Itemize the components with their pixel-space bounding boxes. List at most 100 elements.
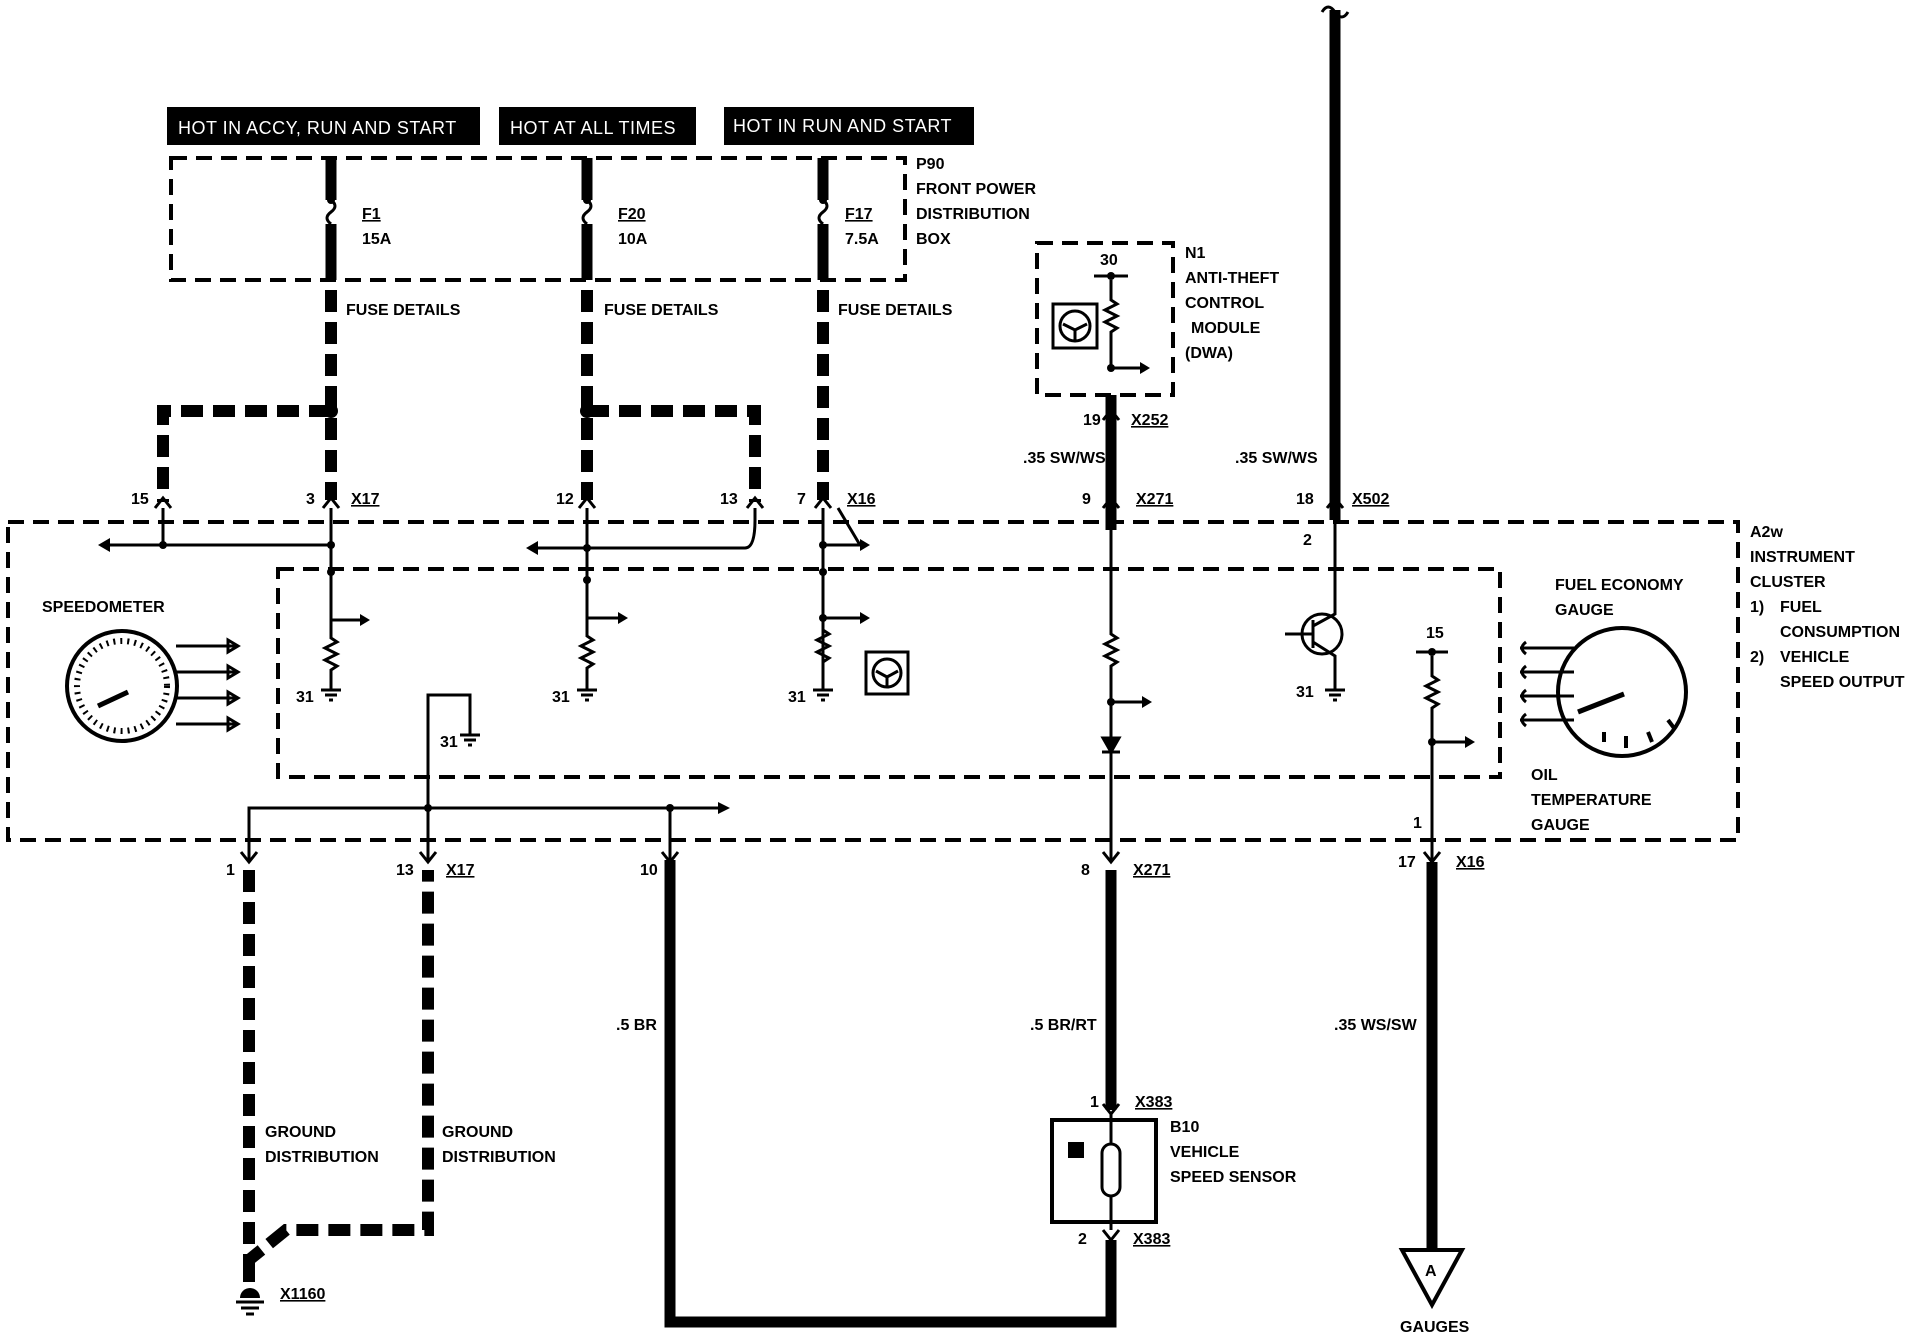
fuse-box-line2: DISTRIBUTION: [916, 206, 1030, 223]
anti-theft-line4: (DWA): [1185, 345, 1233, 362]
wire-br: .5 BR: [616, 1017, 657, 1034]
fuse-f20: F20 10A: [581, 158, 648, 280]
pin-17: 17: [1398, 854, 1416, 871]
cluster-item2-a: VEHICLE: [1780, 649, 1850, 666]
connector-chevrons-top: [153, 407, 1345, 509]
fuse-f20-rating: 10A: [618, 231, 648, 248]
anti-theft-line2: CONTROL: [1185, 295, 1264, 312]
fuse-box-id: P90: [916, 156, 945, 173]
header-run-text: HOT IN RUN AND START: [733, 116, 952, 136]
steering-wheel-icon-cluster: [864, 650, 910, 696]
fuse-f1: F1 15A: [325, 158, 392, 280]
pin-9: 9: [1082, 491, 1091, 508]
cluster-pin-15: 15: [1426, 625, 1444, 642]
pin-3: 3: [306, 491, 315, 508]
ground-31-e: 31: [440, 734, 458, 751]
anti-theft-line1: ANTI-THEFT: [1185, 270, 1279, 287]
speedometer-gauge: [65, 629, 241, 743]
fuel-economy-gauge: [1520, 626, 1688, 758]
anti-theft-pin-30: 30: [1100, 252, 1118, 269]
fuse-f17-rating: 7.5A: [845, 231, 879, 248]
oil-label-b: TEMPERATURE: [1531, 792, 1652, 809]
fuse-f17-name: F17: [845, 206, 873, 223]
ground-dist-b1: GROUND: [442, 1124, 513, 1141]
cluster-item2-num: 2): [1750, 649, 1764, 666]
pin-8: 8: [1081, 862, 1090, 879]
cluster-id: A2w: [1750, 524, 1783, 541]
connector-x16-bottom: X16: [1456, 854, 1485, 871]
cluster-item2-b: SPEED OUTPUT: [1780, 674, 1905, 691]
connector-x383-top: X383: [1135, 1094, 1172, 1111]
fuse-f1-rating: 15A: [362, 231, 392, 248]
connector-x383-bottom: X383: [1133, 1231, 1170, 1248]
pin-10: 10: [640, 862, 658, 879]
ground-31-b: 31: [552, 689, 570, 706]
header-accy-text: HOT IN ACCY, RUN AND START: [178, 118, 457, 138]
gauges-connector-triangle: A: [1398, 1248, 1466, 1310]
ground-dist-a1: GROUND: [265, 1124, 336, 1141]
pin-1-bottom: 1: [226, 862, 235, 879]
cluster-item1-a: FUEL: [1780, 599, 1822, 616]
connector-x16-top: X16: [847, 491, 876, 508]
cluster-pin-1: 1: [1413, 815, 1422, 832]
header-always-text: HOT AT ALL TIMES: [510, 118, 676, 138]
connector-x271-bottom: X271: [1133, 862, 1170, 879]
gauges-letter: A: [1425, 1263, 1437, 1280]
fuse-f20-name: F20: [618, 206, 646, 223]
fuse-f17: F17 7.5A: [817, 158, 879, 280]
sensor-line1: VEHICLE: [1170, 1144, 1240, 1161]
fuse-box-line3: BOX: [916, 231, 951, 248]
fuel-gauge-label-b: GAUGE: [1555, 602, 1614, 619]
header-accy: HOT IN ACCY, RUN AND START: [167, 107, 480, 145]
connector-chevrons-bottom: [239, 851, 1442, 865]
cluster-item1-num: 1): [1750, 599, 1764, 616]
ground-31-c: 31: [788, 689, 806, 706]
anti-theft-line3: MODULE: [1191, 320, 1261, 337]
ground-31-a: 31: [296, 689, 314, 706]
fuse-details-3: FUSE DETAILS: [838, 302, 953, 319]
cluster-line2: CLUSTER: [1750, 574, 1826, 591]
header-always: HOT AT ALL TIMES: [499, 107, 696, 145]
sensor-pin-2: 2: [1078, 1231, 1087, 1248]
instrument-cluster-outline: [6, 520, 1740, 842]
fuse-details-1: FUSE DETAILS: [346, 302, 461, 319]
anti-theft-id: N1: [1185, 245, 1206, 262]
pin-13: 13: [720, 491, 738, 508]
pin-7: 7: [797, 491, 806, 508]
ground-symbol-1: [321, 688, 341, 702]
connector-x17-top: X17: [351, 491, 380, 508]
steering-wheel-icon: [1051, 302, 1099, 350]
sensor-pin-1: 1: [1090, 1094, 1099, 1111]
ground-dist-b2: DISTRIBUTION: [442, 1149, 556, 1166]
anti-theft-module-outline: [1035, 241, 1175, 397]
cluster-pin-2: 2: [1303, 532, 1312, 549]
sensor-line2: SPEED SENSOR: [1170, 1169, 1297, 1186]
ground-31-d: 31: [1296, 684, 1314, 701]
wire-sw-ws-1: .35 SW/WS: [1023, 450, 1106, 467]
oil-label-c: GAUGE: [1531, 817, 1590, 834]
connector-x1160: X1160: [280, 1286, 325, 1303]
ground-x1160-icon: [236, 1288, 264, 1316]
instrument-cluster-inner: [276, 567, 1502, 779]
fuel-gauge-label-a: FUEL ECONOMY: [1555, 577, 1684, 594]
oil-label-a: OIL: [1531, 767, 1558, 784]
wire-sw-ws-2: .35 SW/WS: [1235, 450, 1318, 467]
fuse-box-outline: [169, 156, 907, 282]
connector-x271-top: X271: [1136, 491, 1173, 508]
cluster-line1: INSTRUMENT: [1750, 549, 1855, 566]
fuse-f1-name: F1: [362, 206, 381, 223]
fuse-details-2: FUSE DETAILS: [604, 302, 719, 319]
wire-ws-sw: .35 WS/SW: [1334, 1017, 1418, 1034]
connector-x252: X252: [1131, 412, 1168, 429]
fuse-box-line1: FRONT POWER: [916, 181, 1036, 198]
pin-18: 18: [1296, 491, 1314, 508]
pin-12: 12: [556, 491, 574, 508]
header-run: HOT IN RUN AND START: [724, 107, 974, 145]
connector-x17-bottom: X17: [446, 862, 475, 879]
ground-dist-a2: DISTRIBUTION: [265, 1149, 379, 1166]
wire-br-rt: .5 BR/RT: [1030, 1017, 1097, 1034]
transistor-icon: [1285, 610, 1344, 690]
pin-13-bottom: 13: [396, 862, 414, 879]
connector-x502: X502: [1352, 491, 1389, 508]
